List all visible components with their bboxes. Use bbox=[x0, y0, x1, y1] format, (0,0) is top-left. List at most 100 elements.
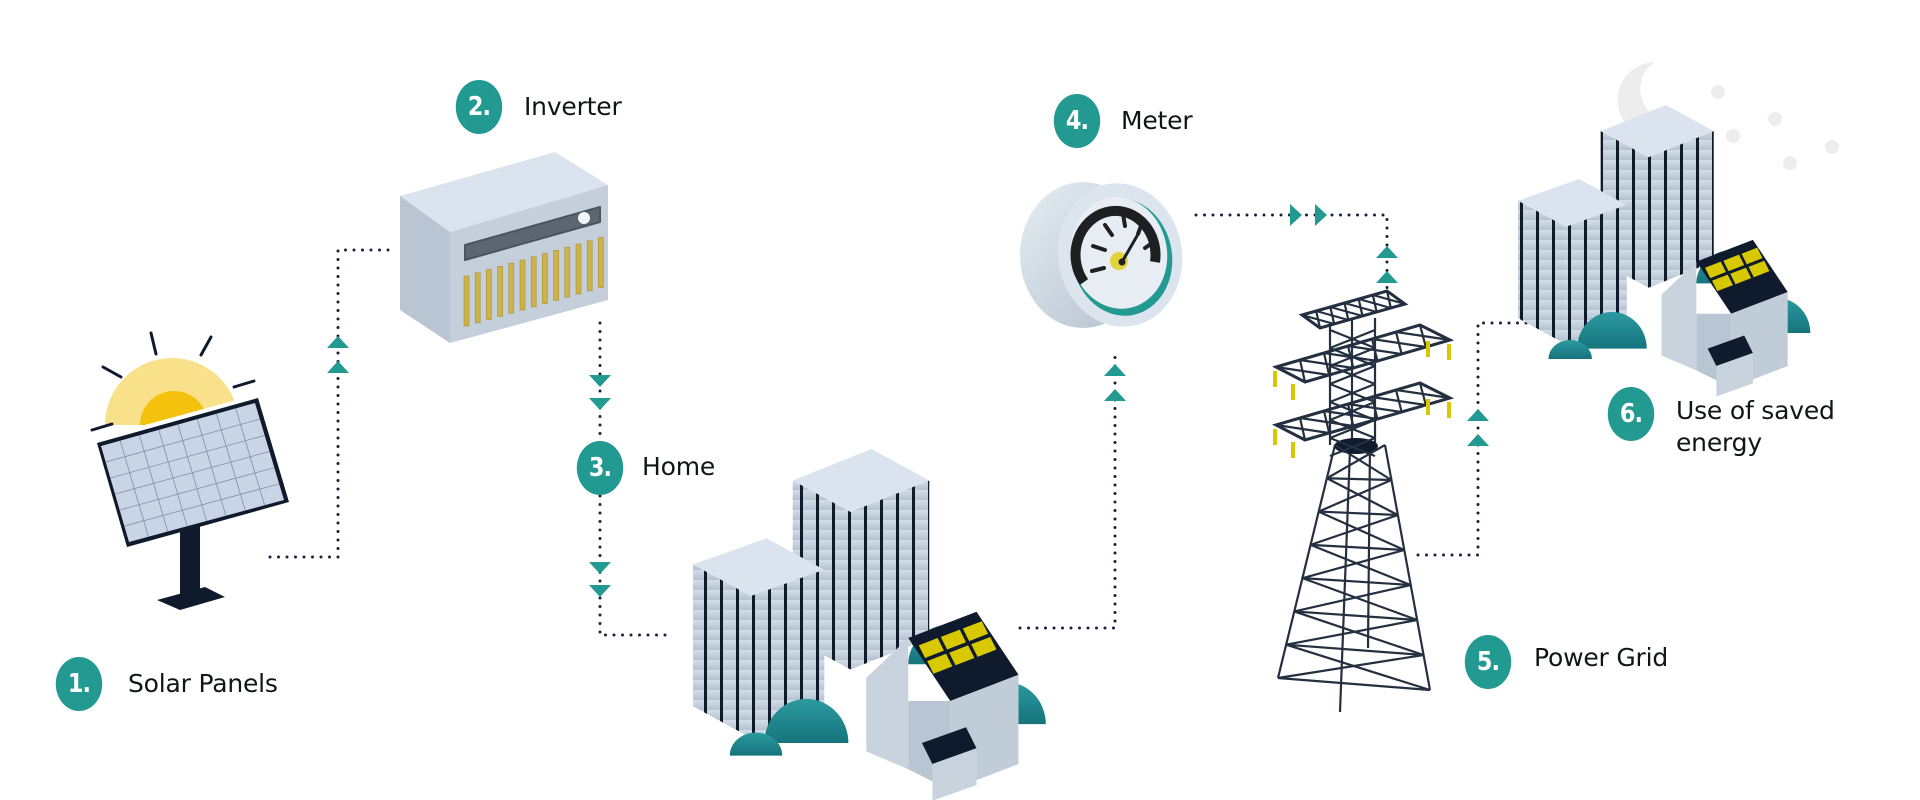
arrow-right-icon bbox=[1290, 204, 1302, 226]
inverter-slat bbox=[519, 259, 526, 311]
home-buildings-icon bbox=[693, 449, 1046, 800]
tower-brace bbox=[1277, 676, 1431, 692]
tower-brace bbox=[1298, 417, 1307, 441]
tower-brace bbox=[1318, 510, 1405, 552]
roof-solar-cell bbox=[940, 629, 966, 650]
inverter-slat bbox=[564, 246, 571, 298]
roof-solar-cell bbox=[1723, 254, 1745, 272]
house-gable bbox=[1661, 261, 1697, 371]
stars bbox=[1711, 85, 1839, 170]
tower-brace bbox=[1326, 477, 1392, 482]
arrow-up-icon bbox=[1104, 389, 1126, 401]
roof-solar-cell bbox=[1741, 247, 1763, 265]
tower-brace bbox=[1371, 294, 1378, 313]
tower-brace bbox=[1310, 543, 1412, 587]
building-front bbox=[750, 569, 825, 738]
porch-wall bbox=[932, 748, 977, 800]
tower-brace bbox=[1343, 302, 1350, 321]
roof-solar-cell bbox=[971, 636, 997, 657]
step-badge-2: 2. bbox=[455, 80, 503, 134]
inverter-slat bbox=[463, 275, 470, 327]
building-front bbox=[850, 480, 930, 670]
roof-solar-cell bbox=[1712, 274, 1733, 292]
tower-brace bbox=[1329, 382, 1376, 404]
bush bbox=[764, 698, 849, 743]
night-home-buildings-icon bbox=[1518, 105, 1811, 397]
roof-solar-cell bbox=[927, 653, 953, 674]
tower-brace bbox=[1370, 396, 1379, 420]
flow-arrows bbox=[327, 204, 1489, 597]
tower-brace bbox=[1329, 418, 1376, 440]
arrow-up-icon bbox=[1104, 364, 1126, 376]
tower-brace bbox=[1310, 543, 1405, 552]
arrow-down-icon bbox=[589, 585, 611, 597]
step-badge-6: 6. bbox=[1607, 387, 1655, 441]
tower-brace bbox=[1293, 610, 1424, 657]
arrow-down-icon bbox=[589, 562, 611, 574]
tower-brace bbox=[1329, 364, 1376, 386]
building-front bbox=[1648, 131, 1714, 288]
arrow-up-icon bbox=[1376, 271, 1398, 283]
inverter-slat bbox=[575, 243, 582, 295]
tower-brace bbox=[1326, 444, 1386, 480]
tower-brace bbox=[1322, 410, 1331, 434]
tower-brace bbox=[1394, 389, 1403, 413]
tower-brace bbox=[1286, 643, 1424, 657]
arrow-up-icon bbox=[1467, 434, 1489, 446]
step-label-5: Power Grid bbox=[1534, 643, 1668, 672]
tower-brace bbox=[1294, 583, 1411, 613]
arrow-up-icon bbox=[327, 361, 349, 373]
tower-brace bbox=[1385, 290, 1392, 309]
arrow-right-icon bbox=[1315, 204, 1327, 226]
roof-solar-cell bbox=[1705, 261, 1726, 279]
step-label-1: Solar Panels bbox=[128, 669, 278, 698]
tower-brace bbox=[1277, 653, 1424, 680]
tower-brace bbox=[1322, 352, 1331, 376]
step-badge-1: 1. bbox=[55, 657, 103, 711]
inverter-slat bbox=[474, 272, 481, 324]
step-badge-4: 4. bbox=[1053, 94, 1101, 148]
power-tower-icon bbox=[1271, 289, 1455, 713]
step-badge-3: 3. bbox=[576, 441, 624, 495]
bush bbox=[729, 732, 783, 756]
house-gable bbox=[866, 638, 909, 770]
inverter-slat bbox=[586, 240, 593, 292]
building-roof bbox=[792, 449, 930, 512]
connector-solar-to-inverter bbox=[268, 248, 394, 559]
tower-brace bbox=[1326, 477, 1399, 516]
tower-brace bbox=[1418, 324, 1427, 348]
bush bbox=[1548, 339, 1592, 360]
tower-brace bbox=[1394, 331, 1403, 355]
arrow-down-icon bbox=[589, 375, 611, 387]
tower-brace bbox=[1318, 510, 1398, 517]
tower-brace bbox=[1418, 382, 1427, 406]
step-label-4: Meter bbox=[1121, 106, 1193, 135]
building-side bbox=[1518, 200, 1566, 345]
tower-brace bbox=[1315, 310, 1322, 329]
roof-solar-cell bbox=[949, 645, 975, 666]
tower-brace bbox=[1302, 577, 1411, 587]
step-label-2: Inverter bbox=[524, 92, 622, 121]
inverter-slat bbox=[530, 256, 537, 308]
tower-brace bbox=[1298, 359, 1307, 383]
roof-solar-cell bbox=[962, 621, 989, 642]
bush bbox=[1577, 312, 1647, 349]
inverter-slat bbox=[598, 237, 604, 288]
inverter-icon bbox=[400, 152, 608, 343]
building-roof bbox=[1600, 105, 1714, 158]
tower-brace bbox=[1329, 436, 1376, 458]
tower-brace bbox=[1285, 618, 1418, 646]
inverter-slat bbox=[486, 269, 492, 320]
building-side bbox=[693, 564, 751, 738]
inverter-slat bbox=[508, 262, 515, 314]
porch-wall bbox=[1716, 352, 1753, 397]
building-roof bbox=[693, 538, 825, 596]
roof-solar-cell bbox=[918, 638, 944, 658]
solar-panel-icon bbox=[90, 331, 289, 610]
step-label-3: Home bbox=[642, 452, 716, 481]
tower-brace bbox=[1329, 400, 1376, 422]
tower-brace bbox=[1346, 403, 1355, 427]
step-badge-5: 5. bbox=[1464, 635, 1512, 689]
tower-brace bbox=[1346, 345, 1355, 369]
